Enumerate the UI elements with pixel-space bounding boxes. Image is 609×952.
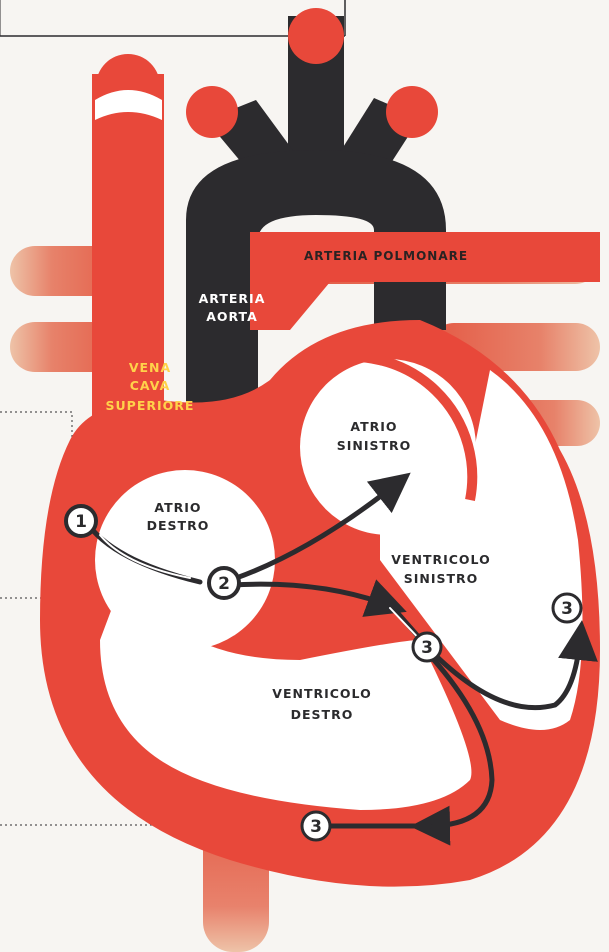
step-3a-label: 3 bbox=[421, 638, 433, 658]
step-badge-3c: 3 bbox=[302, 812, 330, 840]
label-vena-cava-3: SUPERIORE bbox=[106, 398, 195, 413]
step-badge-1: 1 bbox=[66, 506, 96, 536]
label-ventricolo-destro-1: VENTRICOLO bbox=[272, 686, 371, 701]
label-ventricolo-sinistro-1: VENTRICOLO bbox=[391, 552, 490, 567]
step-2-label: 2 bbox=[218, 574, 230, 594]
label-atrio-destro-2: DESTRO bbox=[147, 518, 210, 533]
step-badge-3b: 3 bbox=[553, 594, 581, 622]
label-arteria-aorta-2: AORTA bbox=[206, 309, 258, 324]
step-1-label: 1 bbox=[75, 512, 87, 532]
label-vena-cava-1: VENA bbox=[129, 360, 171, 375]
label-ventricolo-sinistro-2: SINISTRO bbox=[404, 571, 479, 586]
label-vena-cava-2: CAVA bbox=[130, 378, 171, 393]
label-atrio-sinistro-2: SINISTRO bbox=[337, 438, 412, 453]
label-atrio-destro-1: ATRIO bbox=[154, 500, 201, 515]
label-arteria-polmonare: ARTERIA POLMONARE bbox=[304, 249, 468, 263]
step-badge-3a: 3 bbox=[413, 633, 441, 661]
label-arteria-aorta-1: ARTERIA bbox=[199, 291, 266, 306]
step-badge-2: 2 bbox=[209, 568, 239, 598]
step-3c-label: 3 bbox=[310, 817, 322, 837]
label-atrio-sinistro-1: ATRIO bbox=[350, 419, 397, 434]
label-ventricolo-destro-2: DESTRO bbox=[291, 707, 354, 722]
step-3b-label: 3 bbox=[561, 599, 573, 619]
